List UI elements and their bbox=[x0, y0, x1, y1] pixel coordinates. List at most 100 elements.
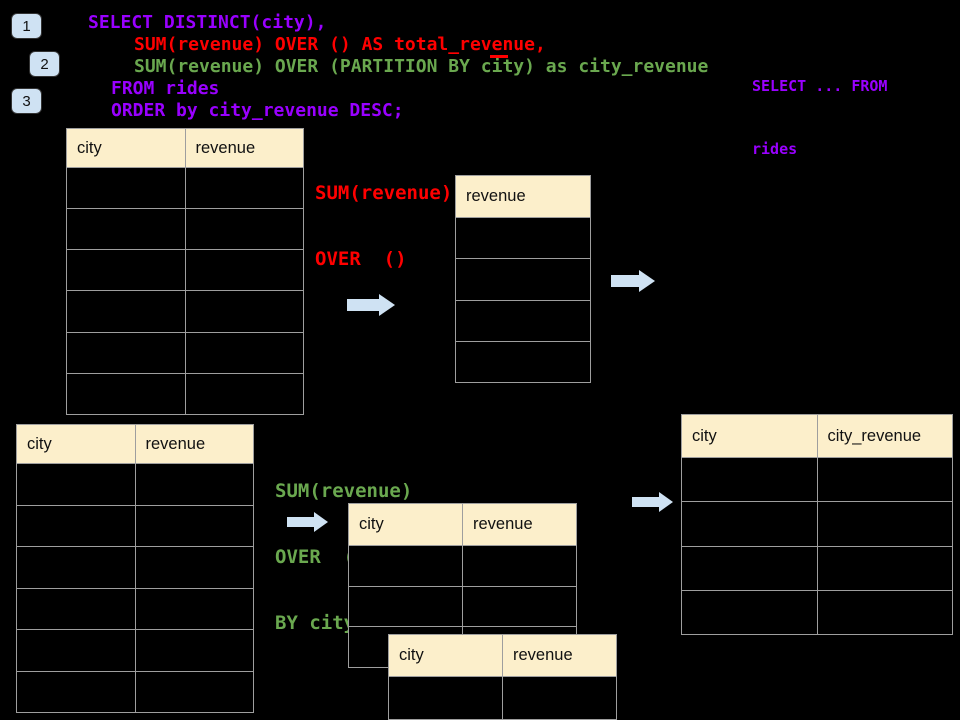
side-note: SELECT ... FROM rides bbox=[752, 34, 887, 202]
empty-cell bbox=[681, 589, 818, 636]
column-header: city bbox=[348, 503, 463, 546]
column-header: revenue bbox=[134, 424, 254, 464]
column-header: city bbox=[388, 634, 503, 677]
empty-cell bbox=[816, 545, 953, 591]
flow-arrow-right-1 bbox=[347, 294, 395, 316]
empty-cell bbox=[66, 208, 186, 251]
column-header: city bbox=[681, 414, 818, 458]
table-row bbox=[66, 372, 304, 416]
arrow-head-icon bbox=[379, 294, 395, 316]
side-note-line-1: SELECT ... FROM bbox=[752, 77, 888, 95]
empty-cell bbox=[134, 587, 254, 630]
empty-cell bbox=[681, 501, 818, 547]
empty-cell bbox=[134, 546, 254, 589]
empty-cell bbox=[66, 331, 186, 374]
empty-cell bbox=[462, 545, 577, 587]
red-underline-artifact bbox=[490, 55, 508, 58]
table-row bbox=[66, 249, 304, 292]
label-partition-line-1: SUM(revenue) bbox=[275, 480, 413, 502]
arrow-shaft bbox=[611, 275, 639, 287]
empty-cell bbox=[816, 589, 953, 636]
empty-cell bbox=[66, 372, 186, 416]
empty-cell bbox=[681, 545, 818, 591]
empty-cell bbox=[134, 629, 254, 672]
step-badge-2: 2 bbox=[29, 51, 60, 77]
label-total-line-2: OVER () bbox=[315, 248, 407, 270]
table-row bbox=[16, 587, 254, 630]
empty-cell bbox=[134, 504, 254, 547]
table-row bbox=[66, 331, 304, 374]
table-row bbox=[455, 340, 591, 384]
table-row bbox=[681, 545, 953, 591]
empty-cell bbox=[66, 166, 186, 210]
empty-cell bbox=[816, 456, 953, 503]
step-badge-3: 3 bbox=[11, 88, 42, 114]
empty-cell bbox=[134, 670, 254, 713]
sql-line-from: FROM rides bbox=[111, 78, 220, 99]
empty-cell bbox=[16, 587, 136, 630]
table-row bbox=[16, 670, 254, 713]
step-badge-1: 1 bbox=[11, 13, 42, 39]
empty-cell bbox=[184, 331, 304, 374]
empty-cell bbox=[16, 504, 136, 547]
empty-cell bbox=[16, 629, 136, 672]
empty-cell bbox=[16, 546, 136, 589]
arrow-shaft bbox=[347, 299, 379, 311]
table-row bbox=[681, 501, 953, 547]
empty-cell bbox=[502, 676, 617, 720]
column-header: revenue bbox=[455, 175, 591, 218]
table-row bbox=[681, 589, 953, 636]
label-total-revenue: SUM(revenue) OVER () bbox=[315, 138, 452, 314]
column-header: city bbox=[16, 424, 136, 464]
sql-line-select: SELECT DISTINCT(city), bbox=[88, 12, 327, 33]
column-header: city bbox=[66, 128, 186, 168]
arrow-shaft bbox=[632, 496, 659, 507]
empty-cell bbox=[184, 290, 304, 333]
data-table: revenue bbox=[455, 175, 591, 384]
empty-cell bbox=[16, 463, 136, 506]
column-header: revenue bbox=[184, 128, 304, 168]
sql-line-partition: SUM(revenue) OVER (PARTITION BY city) as… bbox=[134, 56, 709, 77]
table-row bbox=[66, 290, 304, 333]
empty-cell bbox=[184, 249, 304, 292]
flow-arrow-right-4 bbox=[632, 491, 673, 512]
empty-cell bbox=[455, 340, 591, 384]
empty-cell bbox=[816, 501, 953, 547]
side-note-line-2: rides bbox=[752, 140, 798, 158]
arrow-head-icon bbox=[659, 491, 673, 512]
empty-cell bbox=[388, 676, 503, 720]
arrow-head-icon bbox=[639, 270, 655, 292]
empty-cell bbox=[184, 166, 304, 210]
table-row bbox=[16, 504, 254, 547]
sql-line-total-revenue: SUM(revenue) OVER () AS total_revenue, bbox=[134, 34, 546, 55]
empty-cell bbox=[66, 290, 186, 333]
table-row bbox=[66, 208, 304, 251]
empty-cell bbox=[348, 585, 463, 628]
empty-cell bbox=[462, 585, 577, 628]
arrow-shaft bbox=[287, 517, 314, 527]
header-row: revenue bbox=[455, 175, 591, 218]
flow-arrow-right-2 bbox=[611, 270, 655, 292]
table-row bbox=[455, 216, 591, 260]
arrow-head-icon bbox=[314, 512, 328, 532]
table-row bbox=[66, 166, 304, 210]
table-row bbox=[16, 463, 254, 506]
table-row bbox=[16, 546, 254, 589]
table-row bbox=[348, 585, 577, 628]
empty-cell bbox=[66, 249, 186, 292]
column-header: revenue bbox=[462, 503, 577, 546]
